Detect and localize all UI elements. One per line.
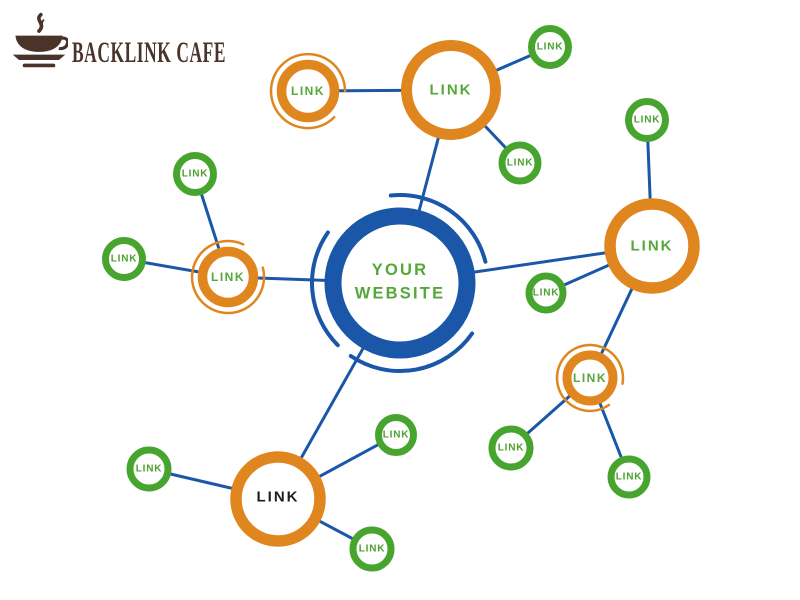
hub-mid-right-ring: [562, 350, 618, 406]
hub-node-top: LINK: [401, 40, 501, 140]
node-your-website: YOUR WEBSITE: [310, 193, 488, 374]
leaf-label: LINK: [498, 443, 525, 454]
leaf-label: LINK: [634, 115, 661, 126]
coffee-cup-icon: [12, 12, 68, 68]
leaf-label: LINK: [616, 472, 643, 483]
leaf-node-right-top: LINK: [625, 98, 669, 142]
leaf-ring: [102, 237, 146, 281]
hub-top-ring: [401, 40, 501, 140]
hub-top-label: LINK: [430, 82, 473, 99]
hub-node-bottom: LINK: [230, 451, 326, 547]
hub-top-left-sketch-arc: [269, 52, 347, 130]
leaf-ring: [173, 152, 217, 196]
saucer-base: [22, 63, 56, 68]
leaf-ring: [375, 414, 417, 456]
leaf-node-right-mid: LINK: [525, 272, 567, 314]
leaf-ring: [625, 98, 669, 142]
leaf-ring: [126, 446, 172, 492]
hub-node-right: LINK: [604, 198, 700, 294]
hub-left-sketch-arc: [190, 239, 266, 315]
hub-bottom-ring: [230, 451, 326, 547]
hub-left-label: LINK: [211, 270, 245, 284]
hub-right-ring: [604, 198, 700, 294]
leaf-node-bottom-2: LINK: [349, 526, 395, 572]
leaf-ring: [607, 455, 651, 499]
leaf-ring: [525, 272, 567, 314]
hub-right-label: LINK: [631, 238, 674, 255]
leaf-ring: [528, 25, 572, 69]
hub-mid-right-label: LINK: [573, 371, 607, 385]
leaf-label: LINK: [136, 464, 163, 475]
leaf-node-upper-left-1: LINK: [173, 152, 217, 196]
steam-inner: [39, 19, 45, 31]
leaf-ring: [488, 425, 534, 471]
center-sketch-arc-top: [388, 193, 488, 264]
hub-mid-right-sketch-arc: [555, 343, 625, 413]
leaf-label: LINK: [359, 544, 386, 555]
hub-bottom-label: LINK: [257, 489, 300, 506]
leaf-label: LINK: [182, 169, 209, 180]
brand-name: BACKLINK CAFE: [72, 36, 227, 69]
hub-node-left: LINK: [190, 239, 266, 315]
leaf-node-lower-right-2: LINK: [607, 455, 651, 499]
your-website-label-line1: YOUR: [372, 261, 428, 279]
leaf-node-bottom-mid: LINK: [375, 414, 417, 456]
leaf-node-top-right-1: LINK: [528, 25, 572, 69]
hub-top-left-label: LINK: [291, 84, 325, 98]
center-sketch-arc-bottom: [348, 331, 475, 374]
hub-node-top-left: LINK: [269, 52, 347, 130]
cup-handle: [58, 36, 68, 51]
leaf-label: LINK: [533, 288, 560, 299]
hub-node-mid-right: LINK: [555, 343, 625, 413]
leaf-node-top-right-2: LINK: [498, 141, 542, 185]
leaf-node-bottom-left: LINK: [126, 446, 172, 492]
leaf-label: LINK: [537, 42, 564, 53]
cup-bowl: [15, 35, 63, 52]
leaf-label: LINK: [383, 430, 410, 441]
leaf-label: LINK: [111, 254, 138, 265]
brand-logo: BACKLINK CAFE: [10, 10, 338, 72]
leaf-ring: [498, 141, 542, 185]
hub-top-left-ring: [276, 59, 340, 123]
leaf-ring: [349, 526, 395, 572]
leaf-node-lower-right-1: LINK: [488, 425, 534, 471]
your-website-ring: [324, 207, 476, 359]
center-sketch-arc-left: [310, 230, 340, 348]
leaf-label: LINK: [507, 158, 534, 169]
your-website-label-line2: WEBSITE: [355, 285, 446, 303]
saucer: [12, 54, 66, 61]
leaf-node-upper-left-2: LINK: [102, 237, 146, 281]
hub-left-ring: [197, 246, 259, 308]
